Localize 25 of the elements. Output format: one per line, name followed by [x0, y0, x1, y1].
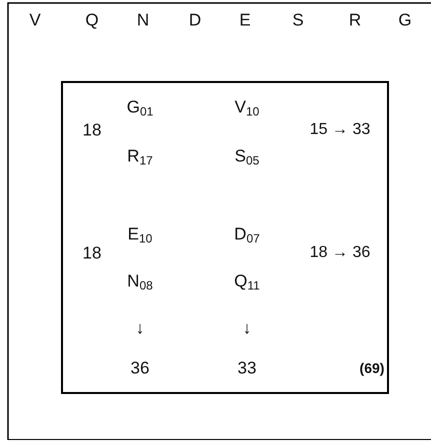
residue-letter: E	[239, 12, 251, 28]
residue-letter: N	[136, 12, 150, 28]
residue-label: Q$_{11}$	[234, 272, 260, 292]
residue-label: D$_{07}$	[234, 226, 260, 244]
sum-transition: 18 → 36	[310, 245, 370, 261]
residue-label: N$_{08}$	[127, 272, 153, 292]
down-arrow: ↓	[242, 320, 252, 336]
residue-label: V$_{10}$	[234, 98, 260, 118]
residue-letter: V	[29, 12, 41, 28]
row-sum: 18	[82, 122, 102, 138]
residue-label: R$_{17}$	[127, 148, 153, 166]
down-arrow: ↓	[136, 320, 144, 336]
residue-letter: G	[398, 12, 412, 28]
row-sum: 18	[82, 244, 102, 262]
sum-transition: 15 → 33	[310, 122, 370, 138]
residue-letter: D	[188, 12, 202, 28]
residue-letter: S	[292, 12, 304, 28]
residue-letter: R	[348, 12, 362, 28]
column-sum: 33	[238, 360, 256, 376]
residue-label: S$_{05}$	[234, 148, 260, 166]
residue-label: E$_{10}$	[128, 226, 152, 244]
column-sum: 36	[130, 360, 150, 376]
residue-letter: Q	[85, 12, 99, 28]
residue-label: G$_{01}$	[126, 98, 154, 118]
total-sum: (69)	[360, 361, 384, 375]
